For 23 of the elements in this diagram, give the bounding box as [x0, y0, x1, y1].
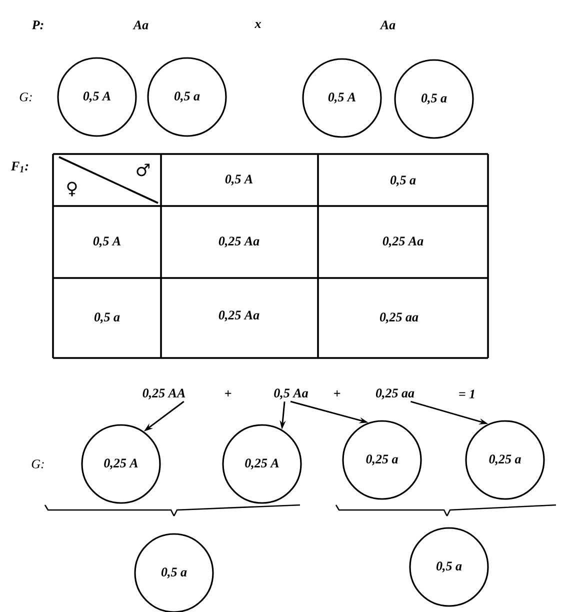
parent-genotype: Aa — [132, 20, 148, 30]
equation-term: 0,25 aa — [376, 388, 414, 400]
generation-label: F$_{1}$: — [10, 162, 28, 172]
generation-label: G: — [20, 92, 32, 102]
equation-term: 0,25 AA — [142, 388, 186, 400]
generation-label: G: — [32, 460, 44, 468]
gamete-frequency: 0,5 a — [94, 312, 120, 324]
genotype-frequency: 0,25 Aa — [382, 236, 424, 248]
plus-sign: + — [334, 390, 340, 396]
female-symbol: ♀ — [67, 182, 77, 196]
parent-genotype: Aa — [380, 20, 396, 30]
cross-sign: x — [254, 22, 261, 28]
equation-term: 0,5 Aa — [274, 388, 308, 400]
gamete-frequency: 0,5 a — [390, 176, 416, 186]
equals-one: = 1 — [459, 390, 474, 398]
genotype-frequency: 0,25 Aa — [218, 310, 260, 322]
genotype-frequency: 0,25 aa — [380, 312, 418, 324]
generation-label: P: — [32, 20, 44, 30]
plus-sign: + — [225, 390, 232, 396]
genotype-frequency: 0,25 Aa — [218, 236, 260, 248]
male-symbol: ♂ — [136, 164, 150, 176]
gamete-frequency: 0,5 A — [225, 174, 253, 186]
gamete-frequency: 0,5 A — [93, 236, 121, 248]
